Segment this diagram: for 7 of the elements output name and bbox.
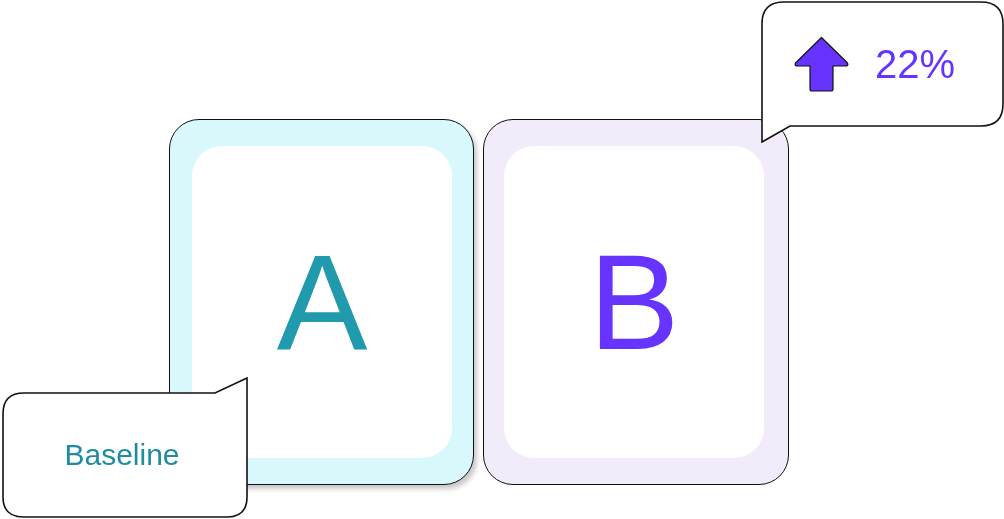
speech-bubble [761,1,1004,143]
variant-card [483,119,789,485]
speech-bubble [2,377,248,519]
callout-text: 22% [875,44,956,84]
callout-text: Baseline [64,440,180,470]
variant-letter: A [276,234,368,370]
variant-letter: B [588,234,680,370]
